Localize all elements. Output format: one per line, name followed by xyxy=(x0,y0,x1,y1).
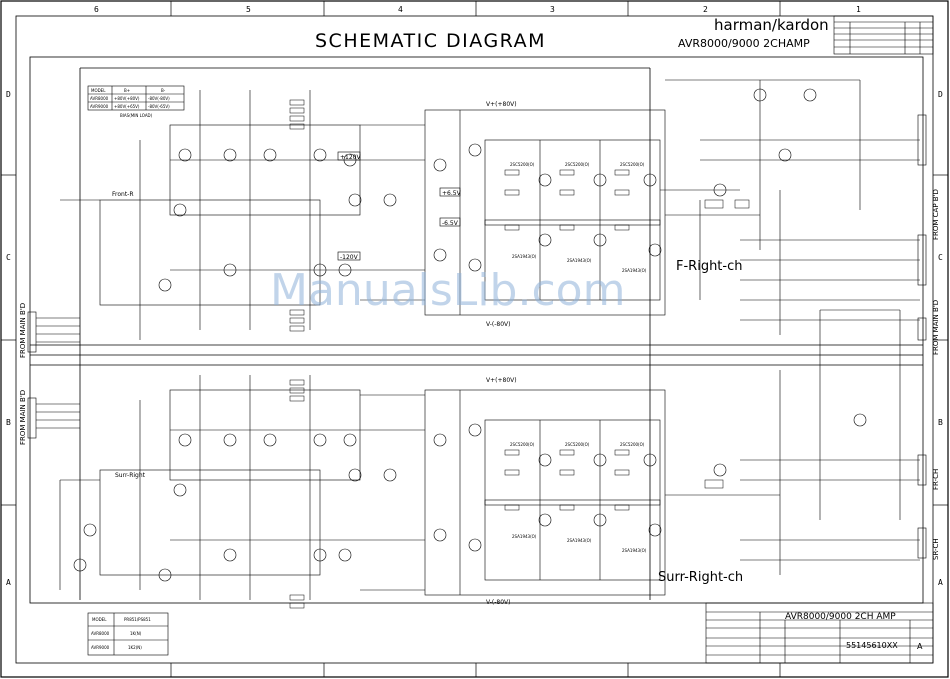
connector-label-sr: SR-CH xyxy=(932,538,940,560)
lower-amp-wiring xyxy=(59,309,920,600)
rail-pos-lower: V+(+80V) xyxy=(486,377,517,384)
transistor-symbols xyxy=(73,88,867,582)
voltage-tags xyxy=(337,151,461,261)
part-label-q2: 2SC5200(O) xyxy=(565,162,590,167)
channel-tag-surr-right: Surr-Right xyxy=(115,472,146,479)
voltage-tag-1: +120V xyxy=(340,154,361,161)
col-label-2: 2 xyxy=(703,5,708,14)
connector-label-left-upper: FROM MAIN B'D xyxy=(19,303,27,358)
channel-label-surr-right: Surr-Right-ch xyxy=(658,570,743,585)
connector-label-right-upper: FROM CAP B'D xyxy=(932,189,940,240)
col-label-3: 3 xyxy=(550,5,555,14)
connector-label-fr: FR-CH xyxy=(932,469,940,490)
table-bottom-r1c1: 1K2(N) xyxy=(128,645,142,650)
row-label-c: C xyxy=(6,253,11,262)
title-block-part-number: 55145610XX xyxy=(846,641,898,650)
circuit-frame xyxy=(29,56,924,604)
left-connector-lower xyxy=(27,397,80,439)
part-label-q6: 2SA1943(O) xyxy=(622,268,647,273)
rail-neg-upper: V-(-80V) xyxy=(486,321,511,328)
page-title: SCHEMATIC DIAGRAM xyxy=(315,30,546,52)
voltage-tag-3: -6.5V xyxy=(442,220,459,227)
table-bottom-r0c0: AVR8000 xyxy=(91,631,110,636)
brand-name: harman/kardon xyxy=(714,16,829,34)
row-label-c-right: C xyxy=(938,253,943,262)
model-name: AVR8000/9000 2CHAMP xyxy=(678,37,810,50)
part-label-q10: 2SA1943(O) xyxy=(512,534,537,539)
row-label-a: A xyxy=(6,578,11,587)
col-label-5: 5 xyxy=(246,5,251,14)
table-top-r0c2: -80V(-80V) xyxy=(148,96,170,101)
row-label-a-right: A xyxy=(938,578,943,587)
part-label-q8: 2SC5200(O) xyxy=(565,442,590,447)
part-label-q1: 2SC5200(O) xyxy=(510,162,535,167)
title-block xyxy=(705,602,934,664)
table-top-r1c1: +80V(+65V) xyxy=(114,104,140,109)
rail-pos-upper: V+(+80V) xyxy=(486,101,517,108)
part-label-q7: 2SC5200(O) xyxy=(510,442,535,447)
table-top-r1c0: AVR9000 xyxy=(90,104,109,109)
row-label-b-right: B xyxy=(938,418,943,427)
row-label-d: D xyxy=(6,90,11,99)
manualslib-watermark: ManualsLib.com xyxy=(270,265,625,316)
part-label-q11: 2SA1943(O) xyxy=(567,538,592,543)
inner-border xyxy=(15,15,934,664)
resistor-boxes xyxy=(289,99,750,609)
part-label-q5: 2SA1943(O) xyxy=(567,258,592,263)
voltage-tag-2: +6.5V xyxy=(442,190,462,197)
title-block-description: AVR8000/9000 2CH AMP xyxy=(785,612,896,622)
table-top-h2: B- xyxy=(161,88,166,93)
row-label-d-right: D xyxy=(938,90,943,99)
connector-label-left-lower: FROM MAIN B'D xyxy=(19,390,27,445)
title-block-sheet-rev: A xyxy=(917,642,923,651)
revision-block xyxy=(833,15,934,55)
rail-neg-lower: V-(-80V) xyxy=(486,599,511,606)
table-top-h0: MODEL xyxy=(91,88,106,93)
table-top-h1: B+ xyxy=(124,88,130,93)
table-bottom-h0: MODEL xyxy=(92,617,107,622)
model-table-top xyxy=(87,85,185,111)
model-table-bottom xyxy=(87,612,169,656)
part-label-q12: 2SA1943(O) xyxy=(622,548,647,553)
table-top-r1c2: -80V(-65V) xyxy=(148,104,170,109)
voltage-tag-4: -120V xyxy=(340,254,359,261)
table-bottom-r0c1: 1K(N) xyxy=(130,631,142,636)
part-label-q9: 2SC5200(O) xyxy=(620,442,645,447)
part-label-q4: 2SA1943(O) xyxy=(512,254,537,259)
channel-label-front-right: F-Right-ch xyxy=(676,259,742,274)
connector-label-right-mid: FROM MAIN B'D xyxy=(932,300,940,355)
col-label-1: 1 xyxy=(856,5,861,14)
table-top-r0c0: AVR8000 xyxy=(90,96,109,101)
table-bottom-h1: PR851/PS851 xyxy=(124,617,151,622)
part-label-q3: 2SC5200(O) xyxy=(620,162,645,167)
left-connector-upper xyxy=(27,311,80,353)
table-top-note: BIAS(MIN LOAD) xyxy=(120,113,153,118)
table-top-r0c1: +80V(+80V) xyxy=(114,96,140,101)
right-connectors xyxy=(917,114,927,559)
table-bottom-r1c0: AVR9000 xyxy=(91,645,110,650)
row-label-b: B xyxy=(6,418,11,427)
upper-amp-wiring xyxy=(60,79,920,340)
col-label-4: 4 xyxy=(398,5,403,14)
channel-tag-front-r: Front-R xyxy=(112,191,134,198)
col-label-6: 6 xyxy=(94,5,99,14)
